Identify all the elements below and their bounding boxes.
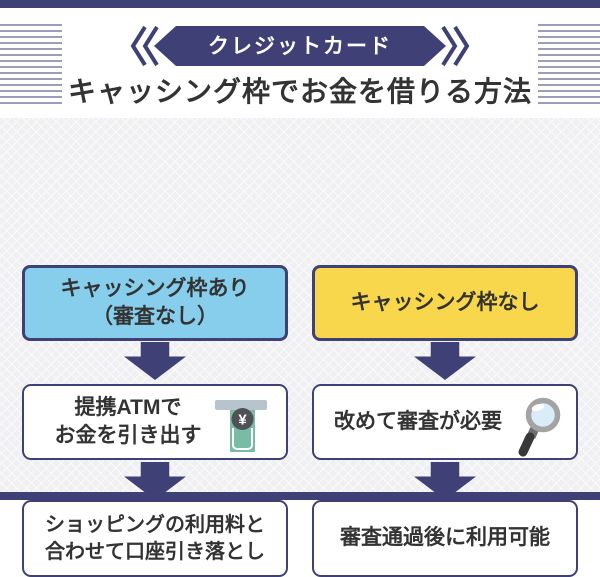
flow-box-label: キャッシング枠あり （審査なし） [60,276,250,328]
flow-box-debit-with-shopping: ショッピングの利用料と 合わせて口座引き落とし [22,500,288,577]
badge-ribbon-icon [130,25,470,67]
right-stripes-decoration [538,24,600,106]
magnifying-glass-icon [518,397,561,457]
badge-label: クレジットカード [208,35,392,58]
down-arrow-icon [414,342,476,380]
bottom-border-bar [0,492,600,500]
flow-box-label: ショッピングの利用料と 合わせて口座引き落とし [45,513,265,563]
yen-symbol: ¥ [238,412,247,429]
flow-box-usable-after-screening: 審査通過後に利用可能 [312,500,578,577]
flow-box-label: 審査通過後に利用可能 [340,526,550,550]
category-badge: クレジットカード [130,24,470,68]
flow-box-screening-required: 改めて審査が必要 [312,384,578,460]
down-arrow-icon [124,342,186,380]
flow-box-label: 提携ATMで お金を引き出す [54,395,202,447]
flow-box-label: 改めて審査が必要 [334,409,502,433]
flow-box-cashing-not-available: キャッシング枠なし [312,265,578,341]
flow-box-label: キャッシング枠なし [350,290,540,314]
flow-box-withdraw-atm: 提携ATMで お金を引き出す ¥ [22,384,288,460]
top-border-bar [0,0,600,8]
flowchart-area: キャッシング枠あり （審査なし） キャッシング枠なし 提携ATMで お金を引き出… [0,118,600,577]
left-stripes-decoration [0,24,62,106]
atm-cash-withdrawal-icon: ¥ [215,400,267,452]
flow-box-cashing-available: キャッシング枠あり （審査なし） [22,265,288,341]
page-title: キャッシング枠でお金を借りる方法 [67,76,532,107]
